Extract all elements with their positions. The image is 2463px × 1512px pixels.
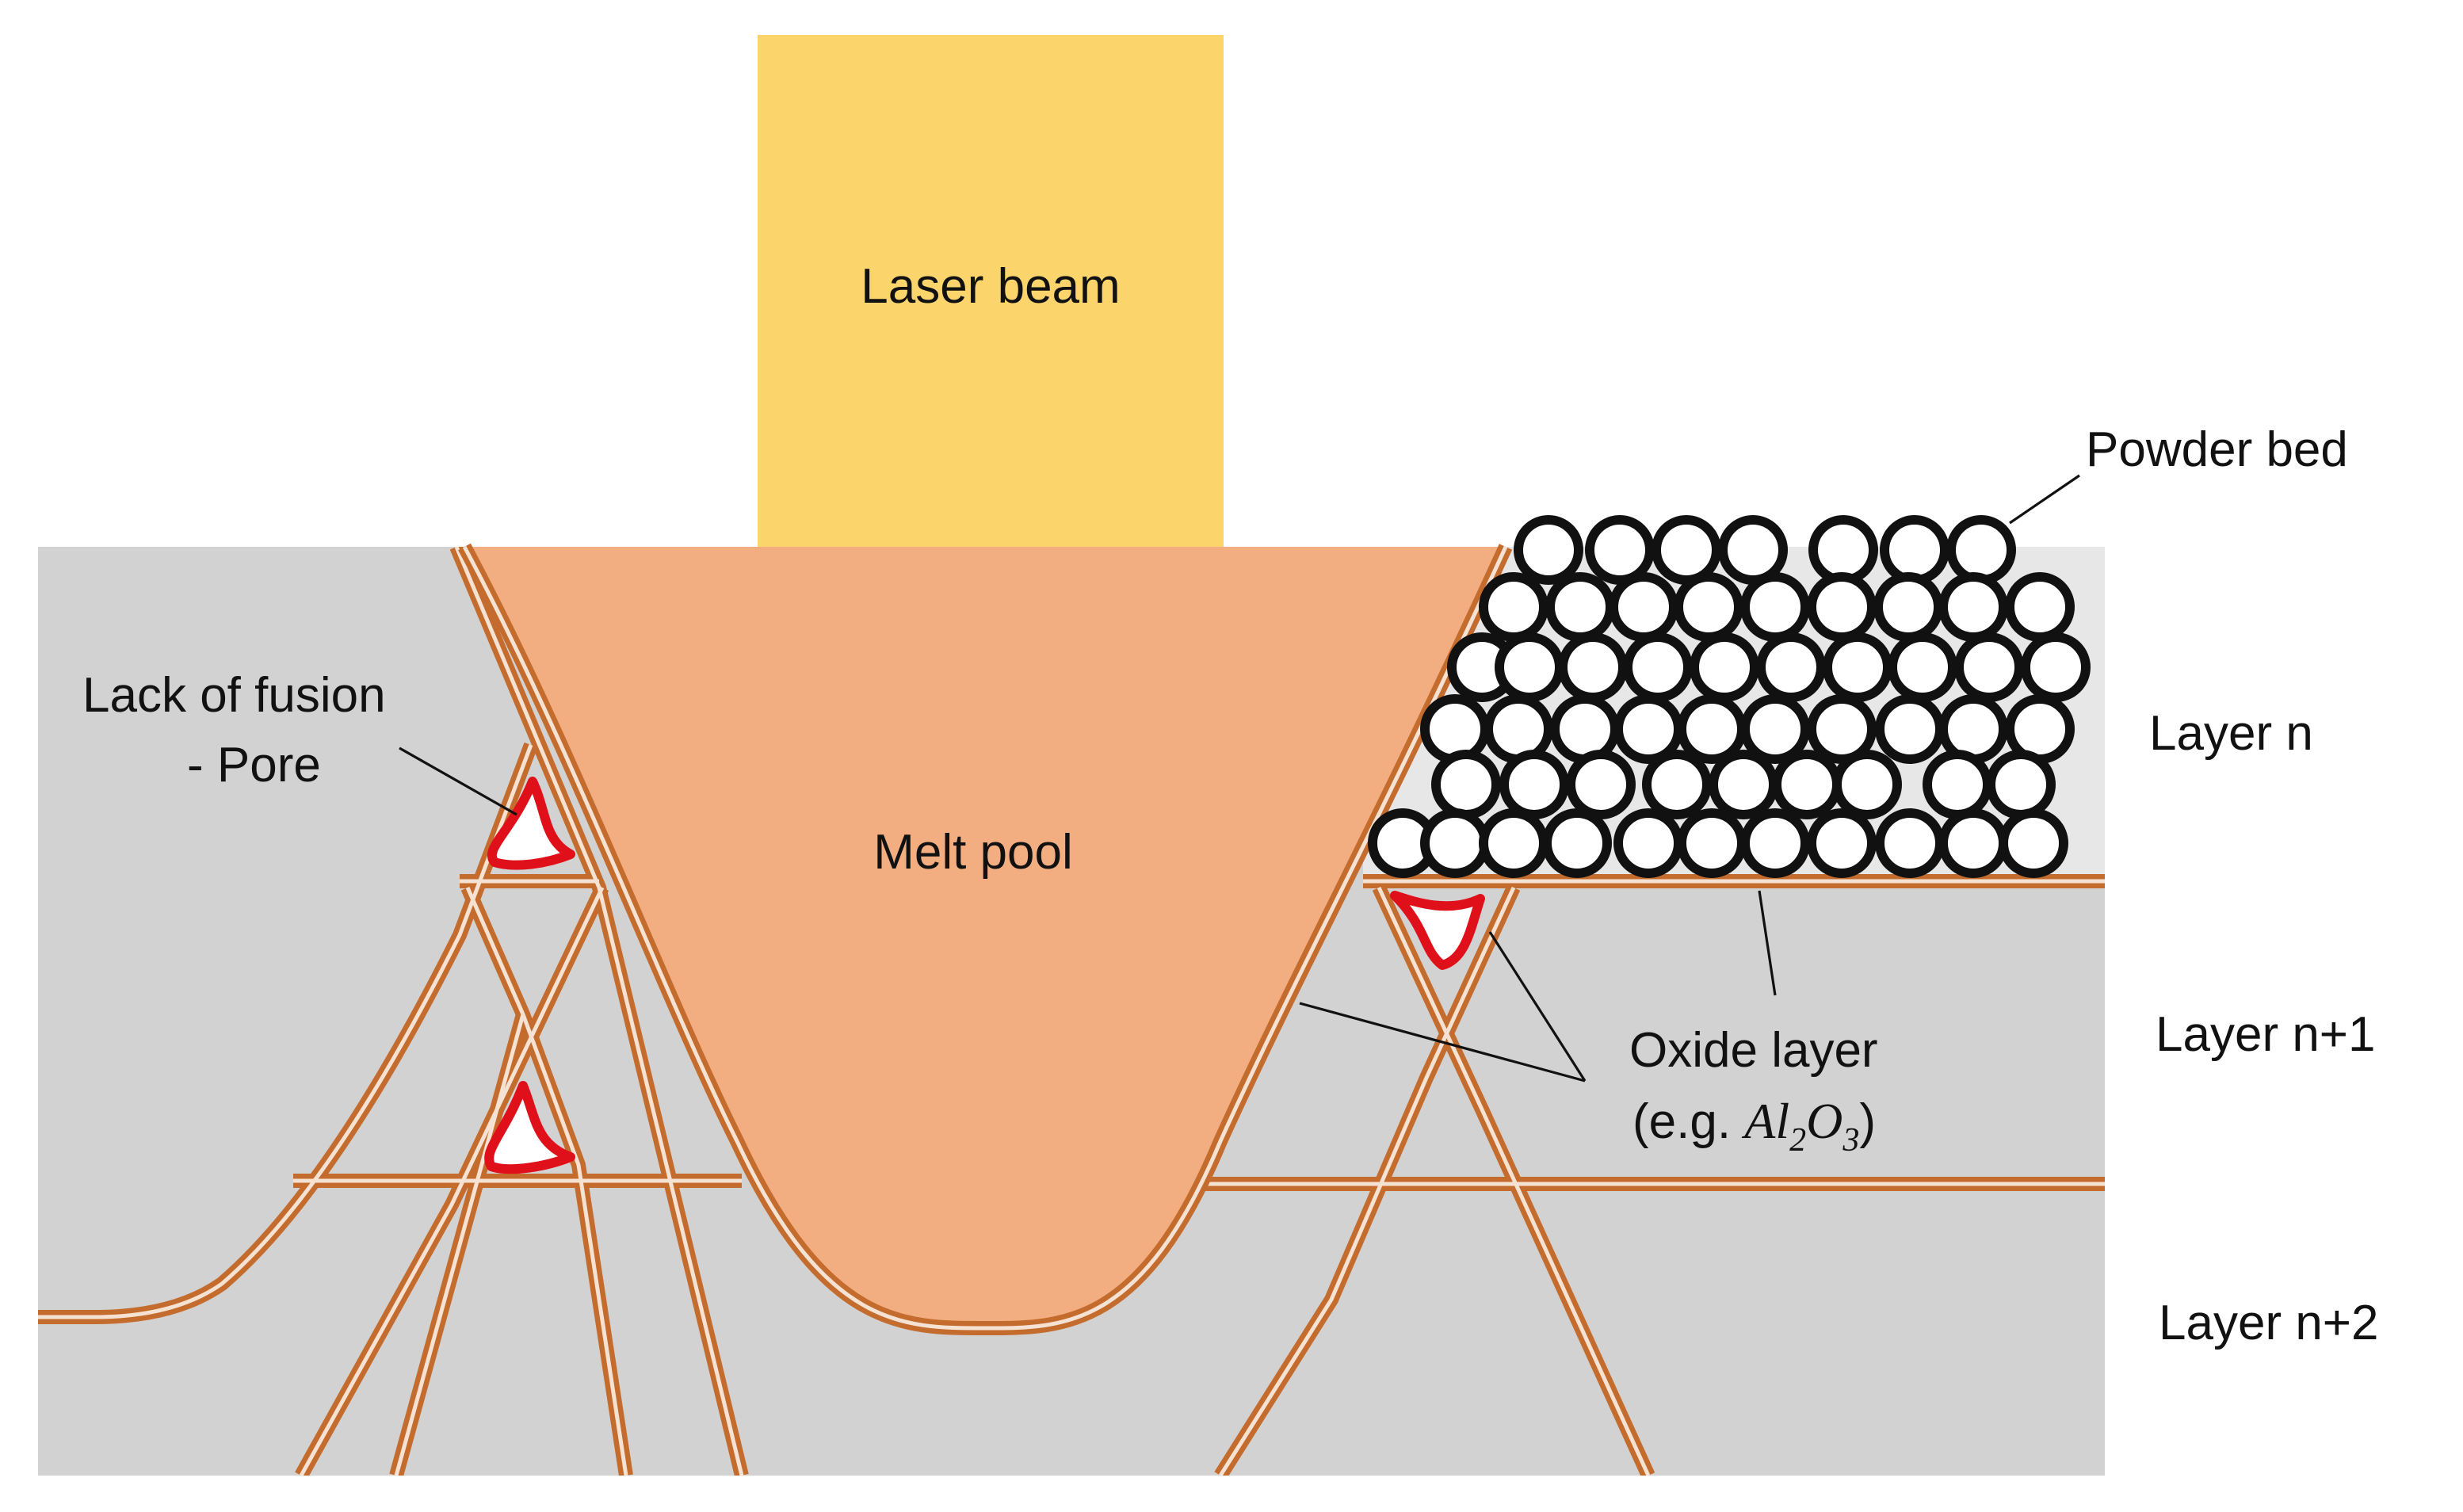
powder-particle (1609, 572, 1678, 642)
oxide-example-label: (e.g. Al2O3) (1632, 1093, 1876, 1159)
powder-particle (1740, 808, 1810, 878)
powder-particle (1642, 750, 1712, 819)
powder-particle (1431, 750, 1501, 819)
pores (484, 777, 1485, 1174)
melt-pool-label: Melt pool (873, 825, 1073, 880)
powder-particle (1585, 515, 1655, 585)
powder-particle (1923, 750, 1992, 819)
powder-bed (1368, 515, 2091, 878)
powder-particle (1566, 750, 1636, 819)
leader-lines (399, 474, 2080, 1082)
powder-particle (1420, 694, 1490, 764)
powder-particle (1740, 572, 1810, 642)
laser-beam-label: Laser beam (861, 259, 1120, 314)
leader-oxide-to-pool (1299, 1002, 1586, 1082)
powder-particle (1677, 808, 1747, 878)
oxide-layer-label: Oxide layer (1629, 1023, 1878, 1078)
pore-left-upper (487, 777, 575, 870)
leader-oxide-to-track (1488, 931, 1587, 1082)
powder-particle (1938, 808, 2008, 878)
oxide-layer-lines (38, 547, 2105, 1476)
powder-particle (1807, 694, 1877, 764)
powder-particle (1740, 694, 1810, 764)
powder-particle (1623, 632, 1693, 702)
powder-particle (1514, 515, 1583, 585)
pore-left-lower (484, 1081, 575, 1174)
powder-particle (1558, 632, 1628, 702)
melt-pool (464, 547, 1506, 1329)
powder-particle (1479, 808, 1548, 878)
powder-particle (1880, 515, 1949, 585)
powder-particle (1677, 694, 1747, 764)
powder-particle (1499, 750, 1569, 819)
powder-particle (1718, 515, 1788, 585)
powder-particle (1875, 694, 1945, 764)
powder-particle (1613, 808, 1683, 878)
powder-particle (1772, 750, 1842, 819)
powder-particle (1832, 750, 1902, 819)
powder-bed-label: Powder bed (2086, 422, 2348, 477)
powder-particle (1986, 750, 2056, 819)
powder-particle (1545, 572, 1615, 642)
powder-particle (2005, 572, 2075, 642)
powder-particle (1709, 750, 1778, 819)
powder-particle (2021, 632, 2091, 702)
layer-n1-label: Layer n+1 (2156, 1007, 2376, 1062)
powder-particle (1873, 572, 1943, 642)
leader-oxide-to-boundary (1758, 890, 1777, 996)
powder-particle (1652, 515, 1721, 585)
powder-particle (1479, 572, 1548, 642)
pore-right (1390, 891, 1485, 970)
lack-of-fusion-label: Lack of fusion (82, 668, 386, 723)
layer-n-label: Layer n (2149, 706, 2313, 761)
powder-particle (1808, 515, 1878, 585)
powder-particle (1954, 632, 2024, 702)
laser-beam (758, 35, 1224, 548)
powder-particle (1674, 572, 1743, 642)
leader-powder-bed (2009, 474, 2080, 525)
powder-particle (1946, 515, 2016, 585)
powder-particle (1807, 572, 1877, 642)
powder-particle (1613, 694, 1683, 764)
layer-n2-label: Layer n+2 (2159, 1296, 2379, 1350)
pore-label: - Pore (187, 738, 321, 792)
powder-particle (1495, 632, 1564, 702)
powder-particle (1888, 632, 1957, 702)
powder-particle (1420, 808, 1490, 878)
powder-particle (1756, 632, 1826, 702)
powder-particle (1938, 572, 2008, 642)
powder-particle (1807, 808, 1877, 878)
powder-particle (1999, 808, 2068, 878)
powder-particle (1690, 632, 1759, 702)
powder-particle (1875, 808, 1945, 878)
leader-lack-of-fusion (399, 746, 517, 816)
powder-particle (1823, 632, 1892, 702)
powder-particle (1542, 808, 1612, 878)
